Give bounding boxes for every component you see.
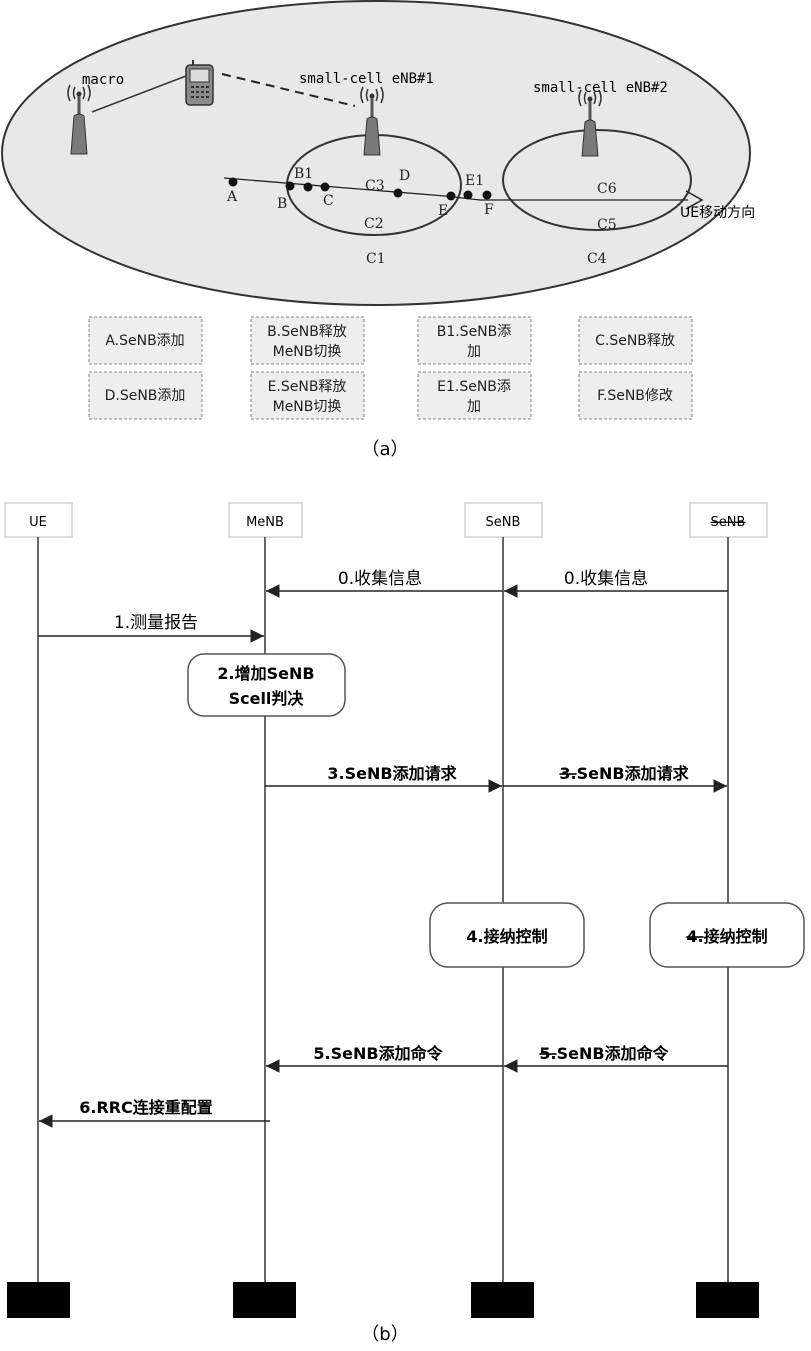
event-legend: A.SeNB添加 B.SeNB释放 MeNB切换 B1.SeNB添 加 C.Se… xyxy=(89,317,692,419)
step5-number-b: 5. xyxy=(539,1044,556,1063)
step2-label-line1: 2.增加SeNB xyxy=(217,664,314,683)
mobile-phone-icon xyxy=(186,60,213,105)
legend-text-f: F.SeNB修改 xyxy=(597,388,673,404)
point-d-label: D xyxy=(399,168,410,184)
end-bar-senb-2 xyxy=(696,1282,759,1318)
macro-label: macro xyxy=(82,72,124,88)
point-b1-dot xyxy=(304,183,313,192)
point-a-dot xyxy=(229,178,238,187)
step0-label-a: 0.收集信息 xyxy=(338,569,422,589)
step1-label: 1.测量报告 xyxy=(114,613,198,633)
legend-text-e-line2: MeNB切换 xyxy=(273,398,342,415)
cell-c4-label: C4 xyxy=(587,251,607,267)
point-f-dot xyxy=(483,191,492,200)
legend-text-b-line1: B.SeNB释放 xyxy=(267,324,347,340)
step4-text-b: 接纳控制 xyxy=(704,927,768,946)
legend-text-a: A.SeNB添加 xyxy=(105,333,184,349)
caption-b: （b） xyxy=(361,1324,408,1345)
point-a-label: A xyxy=(226,189,238,205)
legend-text-e-line1: E.SeNB释放 xyxy=(268,379,347,395)
point-e1-label: E1 xyxy=(465,173,484,189)
step3-label-a: 3.SeNB添加请求 xyxy=(327,764,457,783)
entity-label-menb: MeNB xyxy=(246,515,284,530)
point-c3-label: C3 xyxy=(365,178,385,194)
point-c-label: C xyxy=(323,193,334,209)
legend-text-d: D.SeNB添加 xyxy=(105,388,186,404)
small-cell-2-label: small-cell eNB#2 xyxy=(533,80,668,96)
legend-text-e1-line2: 加 xyxy=(467,399,481,415)
point-b-label: B xyxy=(277,196,287,212)
point-c-dot xyxy=(321,183,330,192)
legend-text-b1-line2: 加 xyxy=(467,344,481,360)
entity-label-senb-2: SeNB xyxy=(711,515,746,530)
point-d-dot xyxy=(394,189,403,198)
cell-c6-label: C6 xyxy=(597,181,617,197)
point-f-label: F xyxy=(484,202,494,218)
legend-text-e1-line1: E1.SeNB添 xyxy=(437,379,511,395)
end-bar-senb xyxy=(471,1282,534,1318)
step3-label-b: 3.SeNB添加请求 xyxy=(559,764,689,783)
cell-c5-label: C5 xyxy=(597,217,617,233)
step5-label-a: 5.SeNB添加命令 xyxy=(313,1044,443,1063)
small-cell-1-label: small-cell eNB#1 xyxy=(299,71,434,87)
end-bar-menb xyxy=(233,1282,296,1318)
point-e-dot xyxy=(447,192,456,201)
step4-number-b: 4. xyxy=(686,927,703,946)
caption-a: （a） xyxy=(361,439,408,460)
entity-label-ue: UE xyxy=(29,515,47,530)
cell-c1-label: C1 xyxy=(366,251,386,267)
legend-text-b-line2: MeNB切换 xyxy=(273,343,342,360)
step4-label-b: 4.接纳控制 xyxy=(686,927,767,946)
point-b-dot xyxy=(286,182,295,191)
step2-label-line2: Scell判决 xyxy=(229,689,305,708)
step3-number-b: 3. xyxy=(559,764,576,783)
legend-text-c: C.SeNB释放 xyxy=(595,333,675,349)
step6-label: 6.RRC连接重配置 xyxy=(79,1098,213,1117)
point-b1-label: B1 xyxy=(294,166,313,182)
step5-text-b: SeNB添加命令 xyxy=(557,1044,670,1063)
legend-text-b1-line1: B1.SeNB添 xyxy=(437,324,512,340)
step5-label-b: 5.SeNB添加命令 xyxy=(539,1044,669,1063)
point-e-label: E xyxy=(438,203,448,219)
step0-label-b: 0.收集信息 xyxy=(564,569,648,589)
entity-label-senb: SeNB xyxy=(486,515,521,530)
end-bar-ue xyxy=(7,1282,70,1318)
cell-c2-label: C2 xyxy=(364,216,384,232)
step3-text-b: SeNB添加请求 xyxy=(577,764,690,783)
ue-direction-label: UE移动方向 xyxy=(680,205,755,221)
point-e1-dot xyxy=(464,191,473,200)
step4-label-a: 4.接纳控制 xyxy=(466,927,547,946)
